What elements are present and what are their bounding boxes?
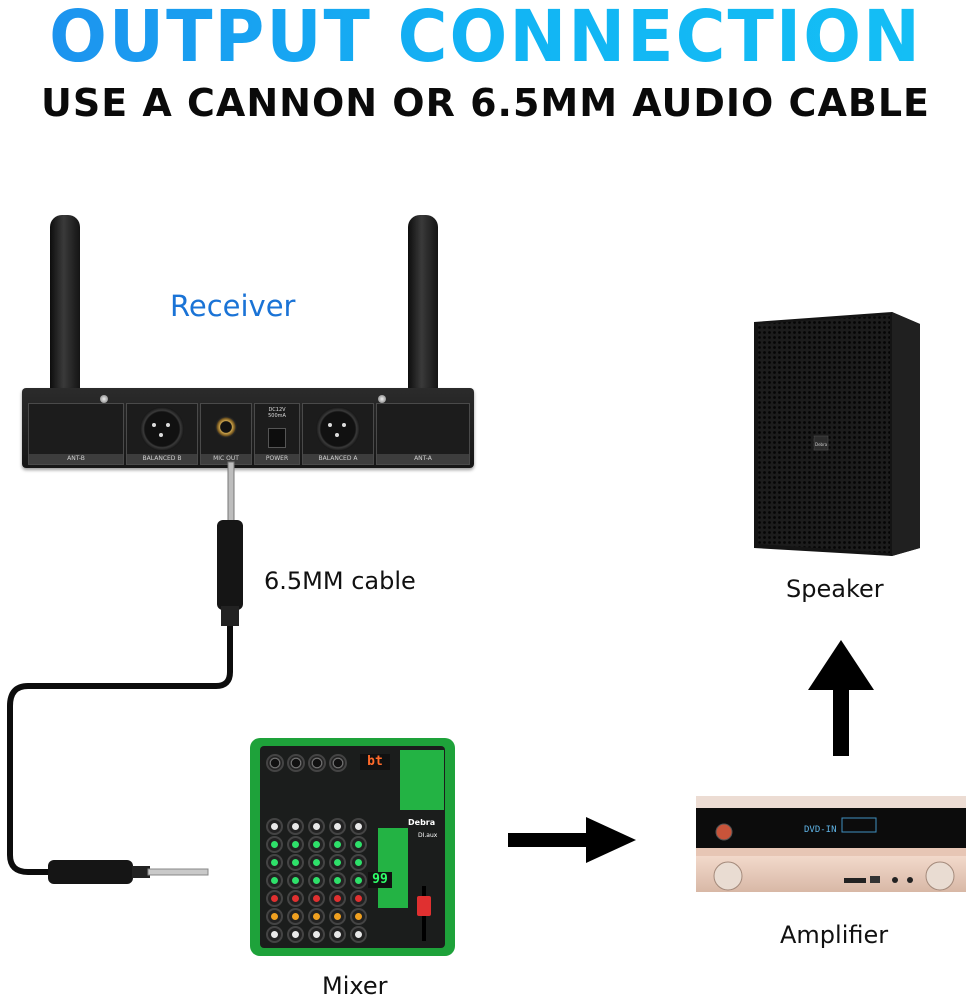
knob-icon xyxy=(329,908,346,925)
knob-icon xyxy=(287,890,304,907)
knob-icon xyxy=(266,890,283,907)
knob-icon xyxy=(329,836,346,853)
receiver-label: Receiver xyxy=(170,289,296,323)
panel-ant-b: ANT-B xyxy=(28,403,124,465)
knob-icon xyxy=(350,872,367,889)
knob-icon xyxy=(308,854,325,871)
fader-icon xyxy=(417,896,431,916)
knob-icon xyxy=(350,854,367,871)
knob-icon xyxy=(287,836,304,853)
knob-icon xyxy=(350,818,367,835)
panel-ant-a: ANT-A xyxy=(376,403,470,465)
mixer-model: DI.aux xyxy=(418,832,438,839)
knob-icon xyxy=(266,836,283,853)
combo-input-icon xyxy=(266,754,284,772)
knob-icon xyxy=(287,818,304,835)
knob-icon xyxy=(350,836,367,853)
jack-socket-icon xyxy=(215,416,237,438)
amplifier-device: DVD-IN xyxy=(696,796,966,892)
knob-icon xyxy=(266,818,283,835)
combo-input-icon xyxy=(329,754,347,772)
mixer-label: Mixer xyxy=(322,972,388,1000)
page-subtitle: USE A CANNON OR 6.5MM AUDIO CABLE xyxy=(40,81,930,125)
knob-icon xyxy=(308,836,325,853)
knob-icon xyxy=(266,926,283,943)
dc-power-socket-icon xyxy=(268,428,286,448)
knob-icon xyxy=(308,890,325,907)
receiver-back-panel: ANT-B BALANCED B MIC OUT DC12V 500mA POW… xyxy=(22,388,474,468)
cable-label: 6.5MM cable xyxy=(264,567,416,595)
knob-icon xyxy=(308,872,325,889)
amplifier-label: Amplifier xyxy=(780,921,889,949)
knob-icon xyxy=(350,926,367,943)
combo-input-icon xyxy=(287,754,305,772)
knob-icon xyxy=(308,926,325,943)
mixer-device: bt 99 Debra DI.aux xyxy=(250,738,455,956)
page-title: OUTPUT CONNECTION xyxy=(0,0,971,76)
svg-text:DVD-IN: DVD-IN xyxy=(804,825,837,835)
knob-icon xyxy=(329,872,346,889)
panel-balanced-b: BALANCED B xyxy=(126,403,198,465)
knob-icon xyxy=(308,908,325,925)
knob-icon xyxy=(287,872,304,889)
panel-balanced-a: BALANCED A xyxy=(302,403,374,465)
knob-icon xyxy=(350,908,367,925)
knob-icon xyxy=(266,872,283,889)
arrow-right-icon xyxy=(508,817,636,863)
speaker-label: Speaker xyxy=(786,575,884,603)
knob-icon xyxy=(287,926,304,943)
knob-icon xyxy=(329,818,346,835)
mixer-brand: Debra xyxy=(408,818,436,827)
svg-text:Debra: Debra xyxy=(815,442,828,447)
arrow-up-icon xyxy=(808,640,874,756)
xlr-socket-icon xyxy=(316,407,360,451)
speaker-device: Debra xyxy=(754,312,920,556)
combo-input-icon xyxy=(308,754,326,772)
knob-icon xyxy=(350,890,367,907)
knob-icon xyxy=(329,926,346,943)
panel-mic-out: MIC OUT xyxy=(200,403,252,465)
knob-icon xyxy=(266,908,283,925)
knob-icon xyxy=(266,854,283,871)
knob-icon xyxy=(287,854,304,871)
xlr-socket-icon xyxy=(140,407,184,451)
knob-icon xyxy=(329,890,346,907)
knob-icon xyxy=(308,818,325,835)
knob-icon xyxy=(329,854,346,871)
knob-icon xyxy=(287,908,304,925)
panel-power: DC12V 500mA POWER xyxy=(254,403,300,465)
